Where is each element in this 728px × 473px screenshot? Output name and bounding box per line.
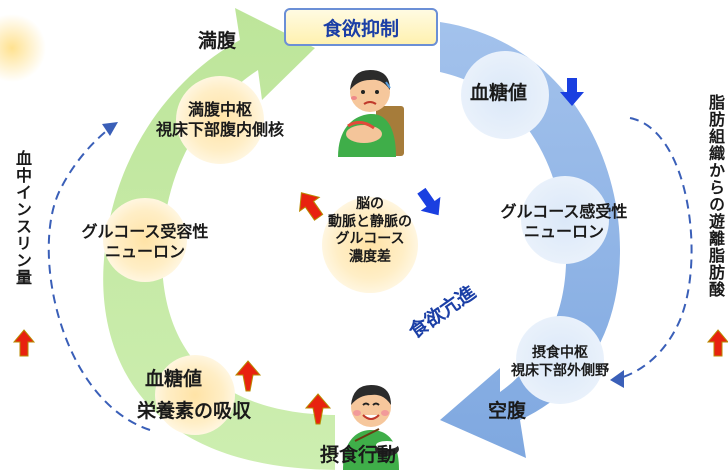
up-arrow-icon xyxy=(234,360,262,392)
up-arrow-icon xyxy=(298,192,324,221)
blood-insulin-label: 血中インスリン量 xyxy=(13,150,32,286)
feeding-center-label: 摂食中枢 視床下部外側野 xyxy=(511,345,609,379)
eating-person-icon xyxy=(335,375,407,470)
brain-glucose-diff-label: 脳の 動脈と静脈の グルコース 濃度差 xyxy=(328,196,412,265)
satiety-label: 満腹 xyxy=(198,30,237,52)
right-dashed-arrowhead xyxy=(610,370,624,388)
up-arrow-icon xyxy=(12,329,36,357)
blood-glucose-bottom-label: 血糖値 xyxy=(145,368,203,390)
bottom-left-bubble xyxy=(155,355,235,435)
satiety-center-label: 満腹中枢 視床下部腹内側核 xyxy=(155,100,284,139)
right-dashed-arrow xyxy=(619,117,693,379)
satiety-center-bubble xyxy=(176,76,264,164)
glucose-receptor-bubble xyxy=(103,198,187,282)
corner-glow xyxy=(0,14,46,82)
glucose-sensitive-neuron-label: グルコース感受性 ニューロン xyxy=(500,202,628,241)
glucose-receptor-neuron-label: グルコース受容性 ニューロン xyxy=(81,222,209,261)
feeding-behavior-label: 摂食行動 xyxy=(320,444,397,466)
blood-glucose-top-bubble xyxy=(461,51,549,139)
feeding-center-bubble xyxy=(516,316,604,404)
left-dashed-arrow xyxy=(47,127,151,431)
up-arrow-icon xyxy=(304,393,332,425)
hunger-label: 空腹 xyxy=(488,400,527,422)
green-cycle-arrow xyxy=(103,8,340,470)
brain-diff-bubble xyxy=(322,197,418,293)
free-fatty-acid-label: 脂肪組織からの遊離脂肪酸 xyxy=(706,94,725,298)
glucose-sensitive-bubble xyxy=(521,176,609,264)
down-arrow-icon xyxy=(417,187,441,216)
left-dashed-arrowhead xyxy=(102,122,118,136)
stomach-ache-person-icon xyxy=(330,62,408,157)
down-arrow-icon xyxy=(560,78,584,106)
nutrient-absorption-label: 栄養素の吸収 xyxy=(137,400,252,422)
blood-glucose-top-label: 血糖値 xyxy=(470,82,528,104)
up-arrow-icon xyxy=(706,329,728,357)
appetite-suppression-title: 食欲抑制 xyxy=(284,8,438,46)
